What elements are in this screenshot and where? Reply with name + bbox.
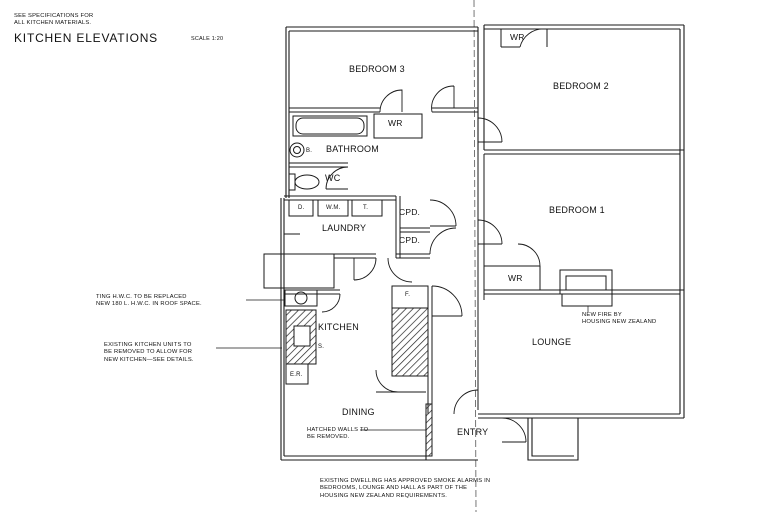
washing-machine-label: W.M.	[326, 205, 341, 211]
basin-label: B.	[306, 148, 313, 154]
interior-walls	[263, 29, 684, 457]
note-smoke-alarms: EXISTING DWELLING HAS APPROVED SMOKE ALA…	[320, 478, 491, 499]
room-laundry: LAUNDRY	[322, 223, 367, 233]
wr-bedroom-2: WR	[510, 32, 525, 42]
wr-bedroom-3: WR	[388, 118, 403, 128]
note-hatched-walls: HATCHED WALLS TO BE REMOVED.	[307, 427, 369, 441]
tub-label: T.	[363, 205, 369, 211]
dryer-label: D.	[298, 205, 305, 211]
cupboard-lower: CPD.	[399, 235, 421, 245]
cupboard-upper: CPD.	[399, 207, 421, 217]
section-line	[473, 0, 477, 512]
room-dining: DINING	[342, 407, 375, 417]
fridge-label: F.	[405, 292, 411, 298]
room-bedroom-1: BEDROOM 1	[549, 205, 605, 215]
page-title: KITCHEN ELEVATIONS	[14, 31, 158, 45]
room-wc: WC	[325, 173, 341, 183]
room-lounge: LOUNGE	[532, 337, 572, 347]
range-label: E.R.	[290, 372, 303, 378]
outer-walls	[280, 24, 685, 461]
leader-lines	[216, 299, 589, 431]
wr-bedroom-1: WR	[508, 273, 523, 283]
note-kitchen-units: EXISTING KITCHEN UNITS TO BE REMOVED TO …	[104, 342, 194, 363]
note-new-fire: NEW FIRE BY HOUSING NEW ZEALAND	[582, 312, 657, 326]
spec-note: SEE SPECIFICATIONS FOR ALL KITCHEN MATER…	[14, 13, 94, 27]
room-entry: ENTRY	[457, 427, 489, 437]
room-kitchen: KITCHEN	[318, 322, 359, 332]
room-bathroom: BATHROOM	[326, 144, 379, 154]
room-bedroom-3: BEDROOM 3	[349, 64, 405, 74]
scale-label: SCALE 1:20	[191, 36, 224, 42]
room-bedroom-2: BEDROOM 2	[553, 81, 609, 91]
sink-label: S.	[318, 344, 325, 350]
note-hwc: TING H.W.C. TO BE REPLACED NEW 180 L. H.…	[96, 294, 202, 308]
door-swings	[321, 28, 545, 443]
